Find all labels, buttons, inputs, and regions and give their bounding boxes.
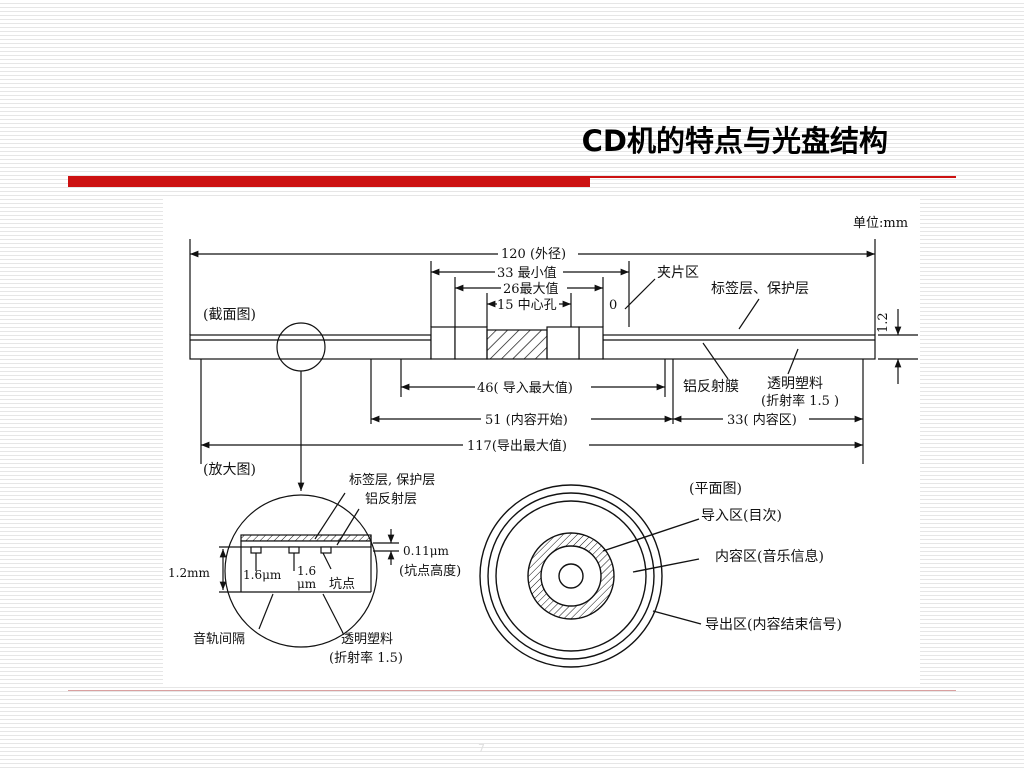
- dim-46-lead-in: 46( 导入最大值): [477, 380, 573, 396]
- mag-refraction: (折射率 1.5): [329, 650, 403, 666]
- mag-aluminum-label: 铝反射层: [365, 491, 417, 507]
- dim-33-content-area: 33( 内容区): [727, 412, 797, 428]
- mag-thickness: 1.2mm: [168, 566, 210, 580]
- dim-outer-diameter: 120 (外径): [501, 247, 566, 262]
- mag-width-b: 1.6: [297, 564, 316, 578]
- dim-15-center-hole: 15 中心孔: [497, 298, 557, 313]
- cd-structure-diagram: 单位:mm: [163, 199, 920, 684]
- footer-divider: [68, 690, 956, 691]
- slide-title: CD机的特点与光盘结构: [581, 124, 888, 158]
- mag-track-gap: 音轨间隔: [193, 631, 245, 647]
- cross-section: [189, 239, 918, 491]
- diagram-svg: 单位:mm: [168, 216, 918, 668]
- label-layer-label: 标签层、保护层: [711, 280, 809, 297]
- mag-label-layer: 标签层, 保护层: [349, 472, 435, 488]
- page-number: 7: [478, 742, 485, 755]
- dim-51-content-start: 51 (内容开始): [485, 412, 568, 428]
- dim-26-max: 26最大值: [503, 281, 559, 297]
- plan-label: (平面图): [689, 481, 742, 497]
- mag-width-b-unit: μm: [297, 577, 317, 591]
- plan-view: [479, 484, 702, 668]
- plan-content: 内容区(音乐信息): [715, 548, 824, 565]
- mag-depth: 0.11μm: [403, 544, 450, 558]
- mag-pit-label: 坑点: [329, 577, 355, 592]
- plastic-label: 透明塑料: [767, 376, 823, 392]
- cross-section-label: (截面图): [203, 307, 256, 323]
- plan-lead-out: 导出区(内容结束信号): [705, 616, 842, 633]
- dim-zero: 0: [609, 298, 617, 313]
- plan-lead-in: 导入区(目次): [701, 508, 782, 524]
- magnified-view: [219, 492, 399, 648]
- dim-117-lead-out: 117(导出最大值): [467, 438, 567, 454]
- dim-33-min: 33 最小值: [497, 265, 557, 281]
- refraction-label: (折射率 1.5 ): [761, 393, 839, 409]
- title-underline-bar: [68, 176, 590, 187]
- title-underline-line: [590, 176, 956, 178]
- clamp-area-label: 夹片区: [657, 265, 699, 281]
- mag-depth-desc: (坑点高度): [399, 563, 461, 579]
- unit-label: 单位:mm: [853, 216, 908, 231]
- mag-width-a: 1.6μm: [243, 568, 282, 582]
- thickness-label: 1.2: [876, 312, 891, 333]
- aluminum-film-label: 铝反射膜: [683, 379, 739, 395]
- mag-plastic: 透明塑料: [341, 632, 393, 647]
- magnified-label: (放大图): [203, 462, 256, 478]
